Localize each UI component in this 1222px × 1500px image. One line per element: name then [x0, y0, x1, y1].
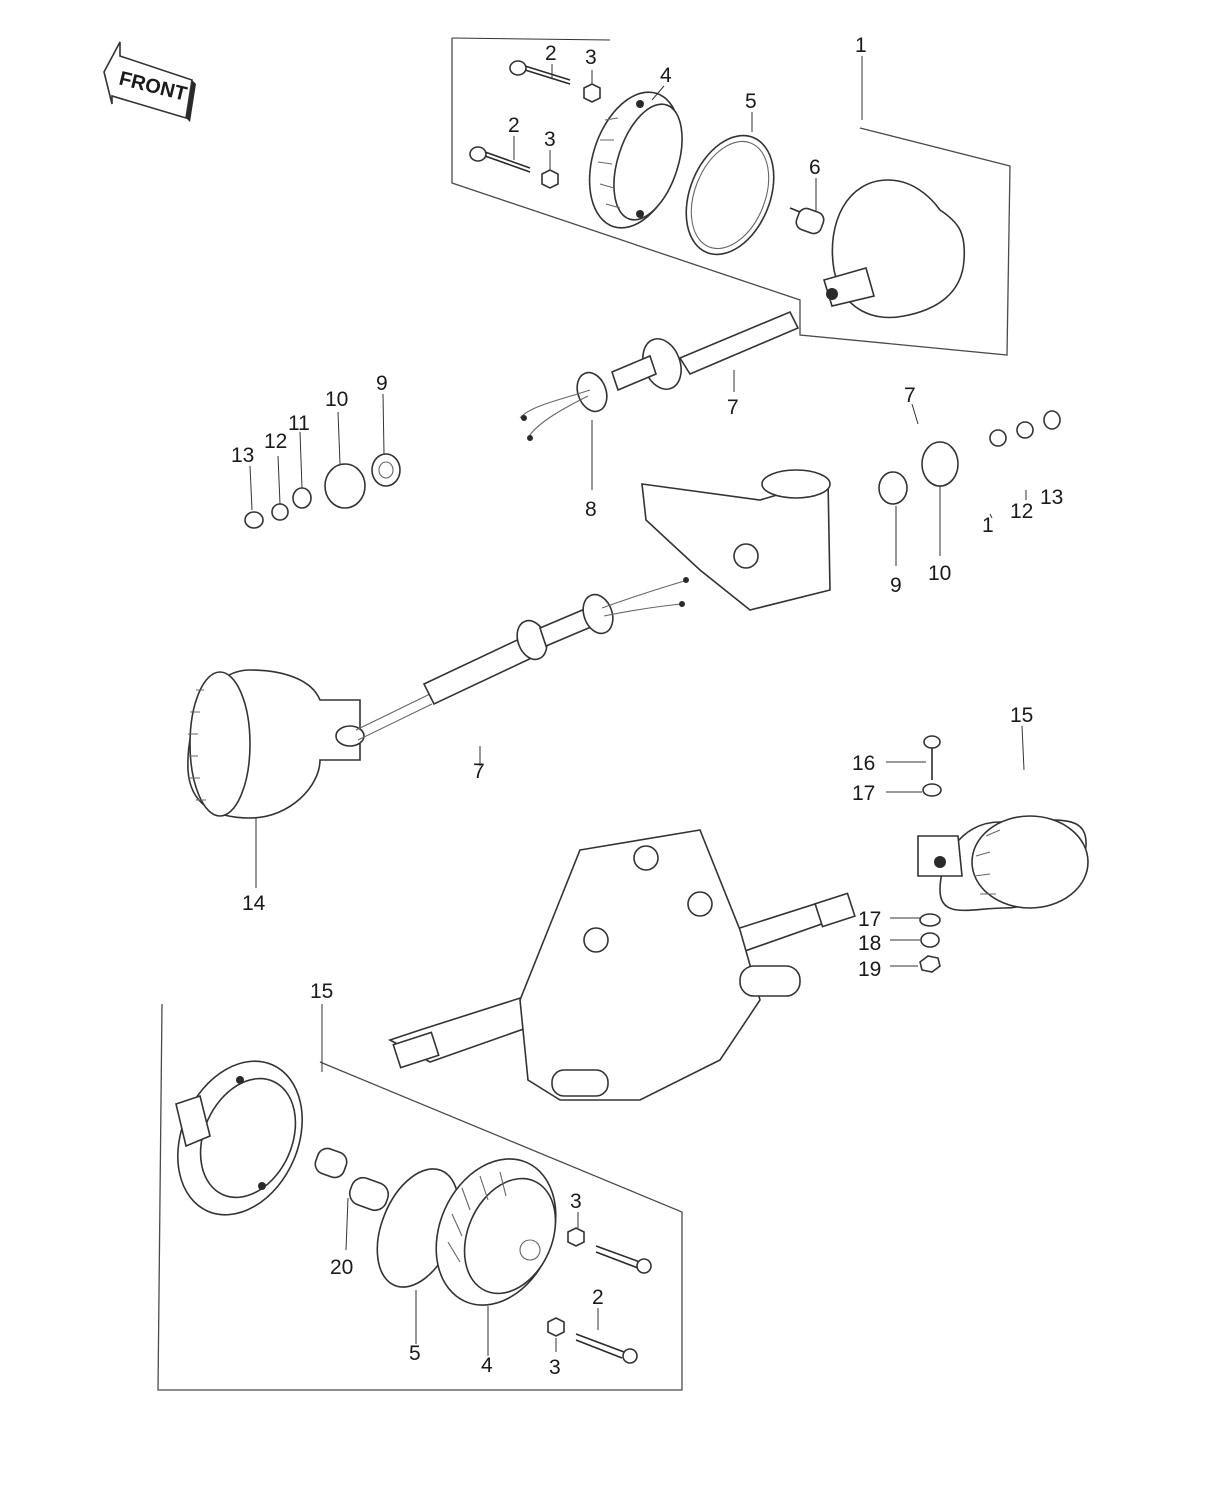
bolt-upper-b	[469, 146, 531, 173]
lower-signal-stem	[355, 577, 689, 741]
callout-11: 11	[288, 412, 310, 435]
lens-lower	[435, 1158, 557, 1306]
callout-2-bolt: 2	[508, 114, 520, 137]
callout-11-right: 1	[982, 514, 994, 537]
callout-4-lens-lower: 4	[481, 1354, 493, 1377]
callout-15-right: 15	[1010, 704, 1033, 727]
nut-upper-a	[583, 83, 601, 103]
callout-16: 16	[852, 752, 875, 775]
callout-13: 13	[231, 444, 254, 467]
callout-labels: 1 2 3 4 2 3 5 6 9 10 13 12 11 7 8 7 1 12…	[231, 34, 1063, 1379]
lens-upper	[588, 91, 683, 229]
callout-13-right: 13	[1040, 486, 1063, 509]
bolt-lower-b	[575, 1333, 638, 1364]
nut-lower-a	[567, 1227, 585, 1247]
callout-6-bulb: 6	[809, 156, 821, 179]
callout-17-upper: 17	[852, 782, 875, 805]
callout-18: 18	[858, 932, 881, 955]
callout-2-bolt: 2	[545, 42, 557, 65]
housing-lower	[175, 1060, 303, 1216]
callout-12: 12	[264, 430, 287, 453]
nut-19	[919, 955, 941, 973]
callout-9-right: 9	[890, 574, 902, 597]
screw-16	[923, 735, 941, 780]
callout-1: 1	[855, 34, 867, 57]
callout-3-nut-lower: 3	[549, 1356, 561, 1379]
front-direction-badge: FRONT	[103, 41, 196, 122]
rear-right-signal	[917, 815, 1089, 912]
bulb-upper	[789, 207, 825, 235]
callout-2-bolt-lower: 2	[592, 1286, 604, 1309]
callout-5-gasket-lower: 5	[409, 1342, 421, 1365]
left-mount-hardware	[244, 453, 401, 529]
callout-7-lower-stem: 7	[473, 760, 485, 783]
callout-12-right: 12	[1010, 500, 1033, 523]
callout-8-grommet: 8	[585, 498, 597, 521]
callout-19: 19	[858, 958, 881, 981]
gasket-upper	[685, 134, 775, 256]
bolt-lower-a	[595, 1245, 652, 1274]
nut-upper-b	[541, 169, 559, 189]
bulb-lower	[348, 1176, 390, 1212]
upper-signal-assembly	[451, 37, 1011, 356]
callout-3-nut: 3	[544, 128, 556, 151]
nut-lower-b	[547, 1317, 565, 1337]
front-left-signal	[187, 669, 365, 819]
rear-bracket	[388, 829, 856, 1101]
callout-9: 9	[376, 372, 388, 395]
callout-5-gasket: 5	[745, 90, 757, 113]
callout-10-right: 10	[928, 562, 951, 585]
callout-14: 14	[242, 892, 266, 915]
callout-10: 10	[325, 388, 348, 411]
callout-4-lens: 4	[660, 64, 672, 87]
callout-3-nut: 3	[585, 46, 597, 69]
callout-7-stem: 7	[904, 384, 916, 407]
upper-signal-stem	[519, 310, 800, 441]
washer-17-upper	[922, 783, 942, 797]
callout-17-lower: 17	[858, 908, 881, 931]
socket-lower	[314, 1147, 348, 1179]
right-mount-hardware	[878, 410, 1061, 505]
bolt-upper-a	[509, 60, 571, 85]
housing-upper	[822, 179, 966, 319]
callout-15-lower: 15	[310, 980, 333, 1003]
leader-lines	[249, 56, 1027, 1356]
callout-3-nut-lower: 3	[570, 1190, 582, 1213]
lockwasher-18	[920, 932, 940, 948]
callout-7-stem: 7	[727, 396, 739, 419]
grommet-upper	[576, 371, 608, 413]
washer-17-lower	[919, 913, 941, 927]
callout-20: 20	[330, 1256, 353, 1279]
lower-signal-assembly	[157, 1003, 683, 1391]
middle-bracket	[641, 469, 831, 611]
